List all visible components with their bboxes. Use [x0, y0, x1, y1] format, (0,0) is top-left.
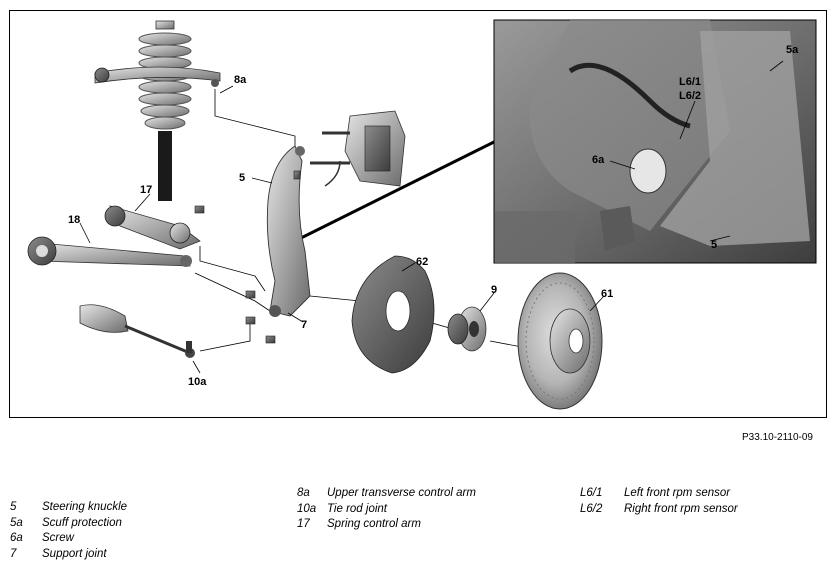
callout-5: 5	[239, 172, 245, 184]
legend-row: 5a Scuff protection	[10, 516, 127, 532]
legend-key: L6/2	[580, 502, 603, 515]
legend-text: Screw	[42, 532, 74, 544]
inset-callout-l61: L6/1	[679, 76, 701, 88]
legend-text: Left front rpm sensor	[624, 487, 731, 499]
legend-key: 7	[10, 547, 17, 560]
brake-disc	[517, 272, 603, 410]
legend-text: Steering knuckle	[42, 501, 128, 513]
legend-column-3: L6/1 Left front rpm sensor L6/2 Right fron…	[580, 486, 738, 517]
legend-key: L6/1	[580, 487, 603, 499]
legend-text: Support joint	[42, 547, 107, 560]
inset-callout-l62: L6/2	[679, 90, 701, 102]
legend-row: 17 Spring control arm	[297, 517, 476, 533]
inset-callout-5a: 5a	[786, 44, 799, 56]
figure-reference-code: P33.10-2110-09	[742, 432, 813, 443]
legend-key: 17	[297, 518, 310, 530]
legend-key: 6a	[10, 532, 23, 544]
legend-column-2: 8a Upper transverse control arm 10a Tie ro…	[297, 486, 476, 533]
lower-control-arm	[27, 236, 192, 267]
legend-row: 8a Upper transverse control arm	[297, 486, 476, 502]
tie-rod	[79, 304, 195, 358]
legend-text: Scuff protection	[42, 516, 122, 529]
callout-7: 7	[301, 319, 307, 331]
legend-key: 5	[10, 501, 17, 513]
diagram-frame: 8a 5 17 18 62 9 61 7 10a 5a L6/1 L6/2 6a…	[9, 10, 827, 418]
legend-key: 5a	[10, 516, 23, 529]
legend-key: 10a	[297, 502, 317, 515]
callout-10a: 10a	[188, 376, 207, 388]
legend-text: Tie rod joint	[327, 502, 387, 515]
steering-knuckle	[266, 145, 311, 317]
detail-photo-inset	[493, 19, 817, 264]
legend-row: 5 Steering knuckle	[10, 500, 127, 516]
legend-row: L6/1 Left front rpm sensor	[580, 486, 738, 502]
legend-row: 10a Tie rod joint	[297, 502, 476, 518]
brake-caliper	[310, 110, 406, 187]
legend-row: L6/2 Right front rpm sensor	[580, 502, 738, 518]
brake-dust-shield	[351, 255, 435, 374]
callout-leaders	[79, 85, 605, 374]
legend-row: 7 Support joint	[10, 547, 127, 563]
wheel-hub	[447, 306, 487, 352]
legend-text: Right front rpm sensor	[624, 502, 738, 515]
inset-callout-5: 5	[711, 239, 717, 251]
legend-text: Spring control arm	[327, 518, 421, 530]
callout-61: 61	[601, 288, 613, 300]
callout-9: 9	[491, 284, 497, 296]
legend-key: 8a	[297, 487, 310, 499]
legend-row: 6a Screw	[10, 531, 127, 547]
spring-strut	[94, 20, 221, 201]
fasteners	[194, 170, 301, 344]
callout-8a: 8a	[234, 74, 247, 86]
callout-18: 18	[68, 214, 80, 226]
legend-text: Upper transverse control arm	[327, 487, 476, 499]
spring-control-arm	[104, 205, 201, 250]
callout-62: 62	[416, 256, 428, 268]
inset-callout-6a: 6a	[592, 154, 605, 166]
callout-17: 17	[140, 184, 152, 196]
exploded-view-diagram: 8a 5 17 18 62 9 61 7 10a 5a L6/1 L6/2 6a…	[27, 19, 817, 410]
